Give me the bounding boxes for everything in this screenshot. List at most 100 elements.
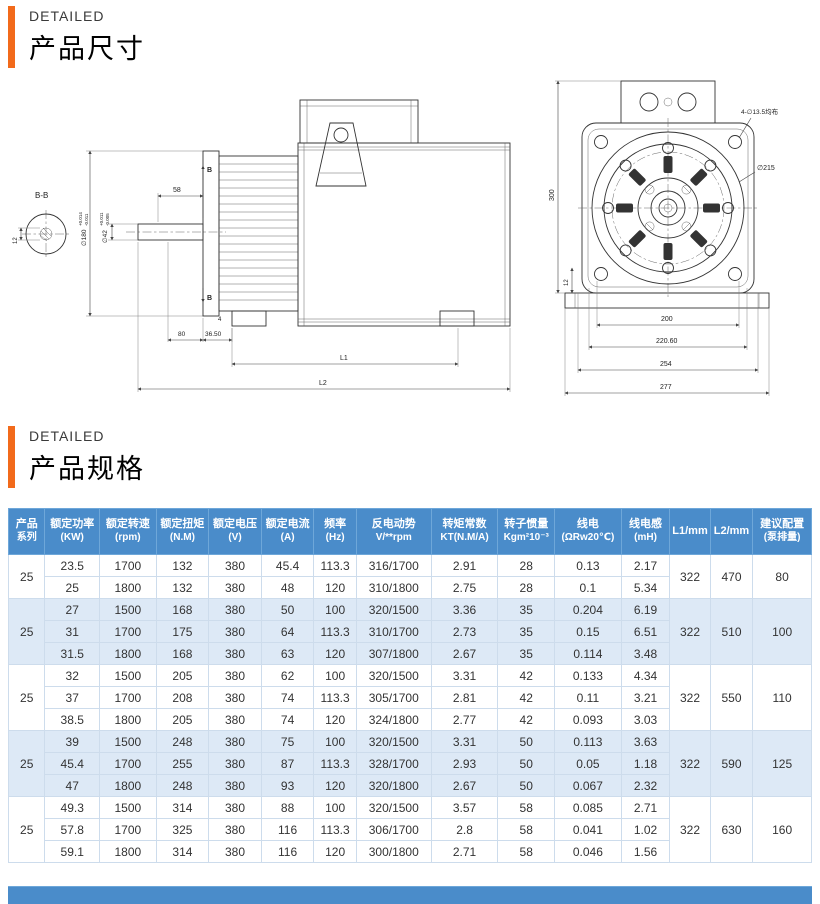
spec-cell: 42 — [497, 664, 556, 687]
spec-cell: 314 — [155, 796, 210, 819]
next-table-header-partial — [8, 886, 812, 904]
section-bb-label: B-B — [35, 191, 48, 200]
spec-cell: 0.041 — [554, 818, 622, 841]
spec-cell: 75 — [260, 730, 315, 753]
spec-cell: 2.8 — [430, 818, 499, 841]
l2-cell: 630 — [709, 796, 754, 863]
spec-cell: 328/1700 — [355, 752, 432, 775]
spec-cell: 205 — [155, 708, 210, 731]
spec-cell: 300/1800 — [355, 840, 432, 863]
spec-cell: 248 — [155, 730, 210, 753]
spec-cell: 2.73 — [430, 620, 499, 643]
spec-cell: 35 — [497, 642, 556, 665]
spec-cell: 35 — [497, 598, 556, 621]
spec-cell: 1700 — [99, 752, 157, 775]
pump-config-cell: 110 — [752, 664, 812, 731]
spec-cell: 57.8 — [44, 818, 101, 841]
spec-cell: 3.63 — [620, 730, 671, 753]
spec-cell: 4.34 — [620, 664, 671, 687]
spec-cell: 205 — [155, 664, 210, 687]
spec-cell: 0.085 — [554, 796, 622, 819]
accent-bar — [8, 426, 15, 488]
spec-cell: 58 — [497, 796, 556, 819]
pump-config-cell: 125 — [752, 730, 812, 797]
section-eyebrow: DETAILED — [29, 428, 105, 444]
spec-cell: 208 — [155, 686, 210, 709]
spec-cell: 1500 — [99, 598, 157, 621]
spec-cell: 310/1800 — [355, 576, 432, 599]
spec-cell: 6.51 — [620, 620, 671, 643]
dia-42-label: ∅42 +0.011 -0.005 — [99, 212, 110, 243]
spec-cell: 0.1 — [554, 576, 622, 599]
spec-cell: 380 — [208, 554, 262, 577]
spec-cell: 1800 — [99, 708, 157, 731]
dim-12-front-label: 12 — [564, 279, 570, 286]
dia-180-label: ∅180 +0.014 -0.011 — [78, 212, 89, 246]
spec-cell: 320/1500 — [355, 664, 432, 687]
spec-cell: 175 — [155, 620, 210, 643]
front-view-drawing: 4-∅13.5均布 ∅215 300 12 200 220.60 254 277 — [549, 80, 779, 396]
spec-cell: 27 — [44, 598, 101, 621]
spec-cell: 320/1500 — [355, 730, 432, 753]
section-mark-b-bottom: B — [207, 295, 212, 302]
spec-cell: 74 — [260, 686, 315, 709]
column-header: 产品系列 — [7, 508, 46, 555]
spec-cell: 1700 — [99, 686, 157, 709]
dim-12-label: 12 — [13, 237, 19, 244]
series-cell: 25 — [7, 796, 46, 863]
spec-cell: 325 — [155, 818, 210, 841]
spec-cell: 1700 — [99, 620, 157, 643]
spec-cell: 0.15 — [554, 620, 622, 643]
column-header: 额定转速(rpm) — [99, 508, 157, 555]
spec-cell: 1800 — [99, 840, 157, 863]
spec-cell: 380 — [208, 664, 262, 687]
spec-cell: 47 — [44, 774, 101, 797]
spec-cell: 320/1800 — [355, 774, 432, 797]
pump-config-cell: 80 — [752, 554, 812, 599]
spec-cell: 307/1800 — [355, 642, 432, 665]
spec-cell: 120 — [313, 840, 357, 863]
spec-cell: 2.81 — [430, 686, 499, 709]
spec-cell: 255 — [155, 752, 210, 775]
spec-cell: 380 — [208, 840, 262, 863]
spec-cell: 35 — [497, 620, 556, 643]
spec-cell: 248 — [155, 774, 210, 797]
l2-cell: 470 — [709, 554, 754, 599]
spec-cell: 116 — [260, 840, 315, 863]
series-cell: 25 — [7, 554, 46, 599]
spec-cell: 38.5 — [44, 708, 101, 731]
spec-cell: 3.31 — [430, 664, 499, 687]
spec-cell: 380 — [208, 620, 262, 643]
spec-cell: 1.18 — [620, 752, 671, 775]
spec-cell: 37 — [44, 686, 101, 709]
spec-cell: 0.05 — [554, 752, 622, 775]
spec-cell: 31.5 — [44, 642, 101, 665]
spec-cell: 50 — [497, 774, 556, 797]
clamp-slots — [616, 156, 720, 260]
spec-cell: 0.11 — [554, 686, 622, 709]
pump-config-cell: 100 — [752, 598, 812, 665]
dia-215-label: ∅215 — [757, 165, 775, 172]
spec-cell: 320/1500 — [355, 796, 432, 819]
dim-200-label: 200 — [661, 316, 673, 323]
spec-cell: 63 — [260, 642, 315, 665]
section-title-specs: 产品规格 — [29, 454, 145, 484]
spec-cell: 0.093 — [554, 708, 622, 731]
spec-cell: 0.204 — [554, 598, 622, 621]
dim-277-label: 277 — [660, 384, 672, 391]
spec-cell: 42 — [497, 708, 556, 731]
spec-cell: 380 — [208, 576, 262, 599]
spec-cell: 380 — [208, 752, 262, 775]
spec-cell: 59.1 — [44, 840, 101, 863]
spec-cell: 116 — [260, 818, 315, 841]
spec-cell: 1700 — [99, 554, 157, 577]
spec-cell: 1500 — [99, 730, 157, 753]
l1-cell: 322 — [669, 730, 711, 797]
